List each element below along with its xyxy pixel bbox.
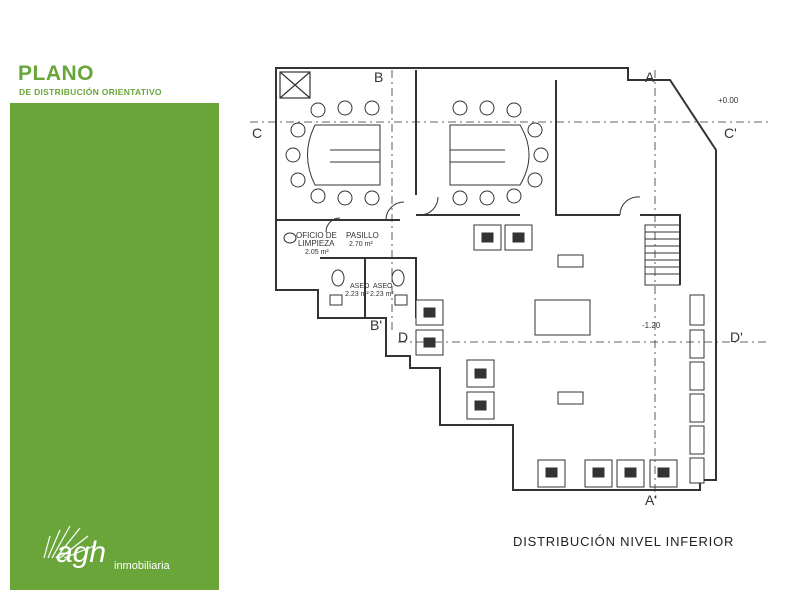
workstations [415, 224, 678, 488]
level-top: +0.00 [718, 96, 739, 105]
shaft-icon [279, 71, 311, 99]
section-mark-a-prime: A' [645, 492, 657, 508]
floor-plan: OFICIO DE LIMPIEZA 2.05 m² PASILLO 2.70 … [250, 67, 770, 508]
section-mark-d: D [398, 329, 408, 345]
section-mark-b: B [374, 69, 383, 85]
section-mark-c-prime: C' [724, 125, 737, 141]
section-mark-c: C [252, 125, 262, 141]
logo-sunburst-icon [43, 525, 95, 559]
green-side-panel [10, 103, 219, 590]
room-label-pasillo: PASILLO [346, 231, 379, 240]
room-area-oficio: 2.05 m² [305, 249, 329, 256]
stairs [644, 224, 681, 286]
meeting-table-left [307, 124, 381, 186]
door-arcs [325, 196, 641, 233]
shelving [689, 294, 705, 484]
room-area-pasillo: 2.70 m² [349, 241, 373, 248]
section-lines [250, 70, 770, 500]
room-label-oficio-2: LIMPIEZA [298, 239, 335, 248]
level-lower: -1.20 [642, 321, 661, 330]
logo-subtext: inmobiliaria [114, 560, 170, 572]
section-mark-b-prime: B' [370, 317, 382, 333]
room-area-aseo-2: 2.23 m² [370, 291, 394, 298]
section-mark-d-prime: D' [730, 329, 743, 345]
logo-wordmark: agh [56, 536, 107, 569]
meeting-table-right [449, 124, 530, 186]
room-area-aseo-1: 2.23 m² [345, 291, 369, 298]
room-label-oficio: OFICIO DE [296, 231, 337, 240]
plan-caption: DISTRIBUCIÓN NIVEL INFERIOR [513, 534, 735, 549]
page-title: PLANO [18, 62, 94, 85]
center-furniture [534, 254, 591, 405]
chairs [285, 100, 549, 206]
page-subtitle: DE DISTRIBUCIÓN ORIENTATIVO [19, 87, 162, 97]
section-mark-a: A [645, 69, 655, 85]
restroom-fixtures [283, 232, 408, 306]
room-label-aseo-2: ASEO [373, 283, 393, 290]
room-label-aseo-1: ASEO [350, 283, 370, 290]
